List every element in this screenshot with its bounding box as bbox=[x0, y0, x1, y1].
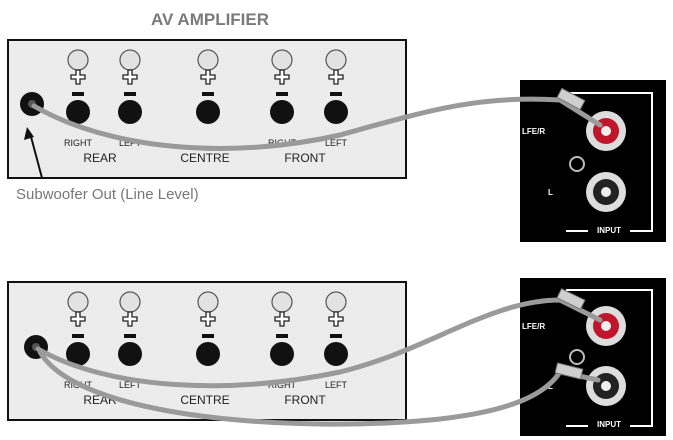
l-label-bottom: L bbox=[548, 382, 553, 391]
speaker-terminal-top-3[interactable] bbox=[270, 49, 294, 124]
group-label-front-top: FRONT bbox=[284, 151, 326, 165]
cable-bottom-b[interactable] bbox=[37, 349, 601, 427]
channel-label-bottom-1: LEFT bbox=[119, 380, 142, 390]
speaker-terminal-top-4[interactable] bbox=[324, 49, 348, 124]
channel-label-top-4: LEFT bbox=[325, 138, 348, 148]
l-label-top: L bbox=[548, 188, 553, 197]
subwoofer-out-caption: Subwoofer Out (Line Level) bbox=[16, 186, 199, 203]
speaker-terminal-top-0[interactable] bbox=[66, 49, 90, 124]
cable-top[interactable] bbox=[31, 87, 603, 151]
lfe-label-top: LFE/R bbox=[522, 127, 545, 136]
speaker-terminal-bottom-2[interactable] bbox=[196, 291, 220, 366]
input-label-bottom: INPUT bbox=[597, 420, 621, 429]
channel-label-bottom-3: RIGHT bbox=[268, 380, 297, 390]
pointer-arrow bbox=[24, 127, 43, 179]
subwoofer-input-panel-top bbox=[520, 80, 666, 242]
lfe-label-bottom: LFE/R bbox=[522, 322, 545, 331]
group-label-front-bottom: FRONT bbox=[284, 393, 326, 407]
group-label-centre-top: CENTRE bbox=[180, 151, 229, 165]
channel-label-top-0: RIGHT bbox=[64, 138, 93, 148]
speaker-terminal-bottom-4[interactable] bbox=[324, 291, 348, 366]
subwoofer-input-panel-bottom bbox=[520, 278, 666, 436]
speaker-terminal-top-2[interactable] bbox=[196, 49, 220, 124]
speaker-terminal-bottom-3[interactable] bbox=[270, 291, 294, 366]
speaker-terminal-top-1[interactable] bbox=[118, 49, 142, 124]
channel-label-top-1: LEFT bbox=[119, 138, 142, 148]
group-label-centre-bottom: CENTRE bbox=[180, 393, 229, 407]
input-label-top: INPUT bbox=[597, 226, 621, 235]
cable-bottom-a[interactable] bbox=[35, 288, 603, 389]
speaker-terminal-bottom-0[interactable] bbox=[66, 291, 90, 366]
channel-label-bottom-4: LEFT bbox=[325, 380, 348, 390]
group-label-rear-top: REAR bbox=[83, 151, 117, 165]
amplifier-title: AV AMPLIFIER bbox=[151, 10, 269, 29]
speaker-terminal-bottom-1[interactable] bbox=[118, 291, 142, 366]
